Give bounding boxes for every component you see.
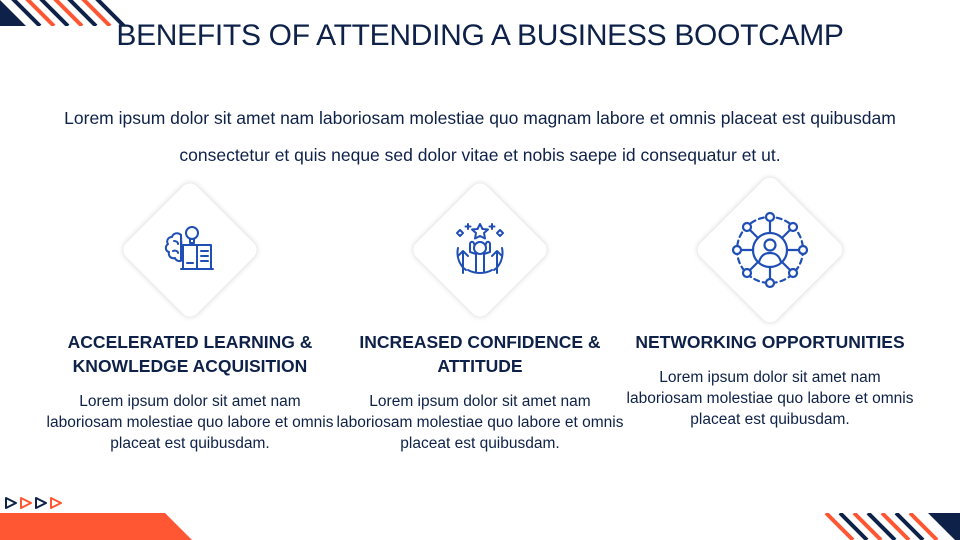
card-text: Lorem ipsum dolor sit amet nam laboriosa… <box>336 393 624 452</box>
bottom-right-stripes-decoration <box>824 513 960 540</box>
benefit-card-confidence: INCREASED CONFIDENCE & ATTITUDE Lorem ip… <box>335 170 625 454</box>
card-text: Lorem ipsum dolor sit amet nam laboriosa… <box>46 393 334 452</box>
arrow-icon <box>35 497 47 509</box>
card-text: Lorem ipsum dolor sit amet nam laboriosa… <box>626 369 914 428</box>
slide-title: BENEFITS OF ATTENDING A BUSINESS BOOTCAM… <box>116 19 844 52</box>
benefit-card-networking: NETWORKING OPPORTUNITIES Lorem ipsum dol… <box>625 170 915 430</box>
play-arrows-decoration <box>4 496 63 510</box>
card-title: ACCELERATED LEARNING & KNOWLEDGE ACQUISI… <box>67 332 313 376</box>
celebration-stars-person-icon <box>456 223 504 274</box>
brain-book-lightbulb-icon <box>164 226 214 270</box>
bottom-left-orange-band <box>0 513 192 540</box>
arrow-icon <box>50 497 62 509</box>
card-title: INCREASED CONFIDENCE & ATTITUDE <box>359 332 601 376</box>
intro-paragraph: Lorem ipsum dolor sit amet nam laboriosa… <box>64 108 896 165</box>
arrow-icon <box>5 497 17 509</box>
card-title: NETWORKING OPPORTUNITIES <box>635 332 905 352</box>
benefit-card-learning: ACCELERATED LEARNING & KNOWLEDGE ACQUISI… <box>45 170 335 454</box>
top-left-stripes-decoration <box>0 0 126 26</box>
arrow-icon <box>20 497 32 509</box>
network-person-icon <box>731 211 809 289</box>
